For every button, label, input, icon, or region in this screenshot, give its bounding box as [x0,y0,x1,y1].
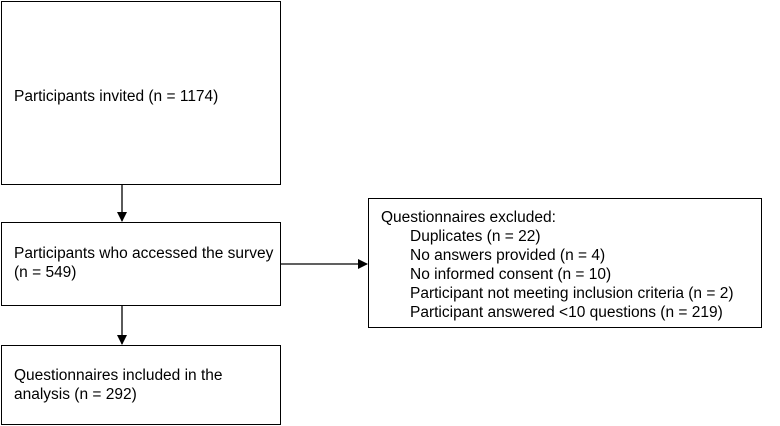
accessed-label: Participants who accessed the survey (n … [14,245,274,281]
excluded-title: Questionnaires excluded: [381,209,556,226]
excluded-item-no-consent: No informed consent (n = 10) [410,266,612,283]
excluded-item-not-meeting-criteria: Participant not meeting inclusion criter… [410,285,734,302]
excluded-item-duplicates: Duplicates (n = 22) [410,228,541,245]
invited-box [1,1,281,185]
included-box [1,345,281,425]
excluded-box [368,198,762,328]
excluded-item-no-answers: No answers provided (n = 4) [410,247,606,264]
excluded-list: Duplicates (n = 22) No answers provided … [410,227,734,322]
accessed-box [1,222,281,306]
invited-label: Participants invited (n = 1174) [14,88,219,105]
included-label: Questionnaires included in the analysis … [14,367,223,403]
excluded-item-under-10-questions: Participant answered <10 questions (n = … [410,304,723,321]
